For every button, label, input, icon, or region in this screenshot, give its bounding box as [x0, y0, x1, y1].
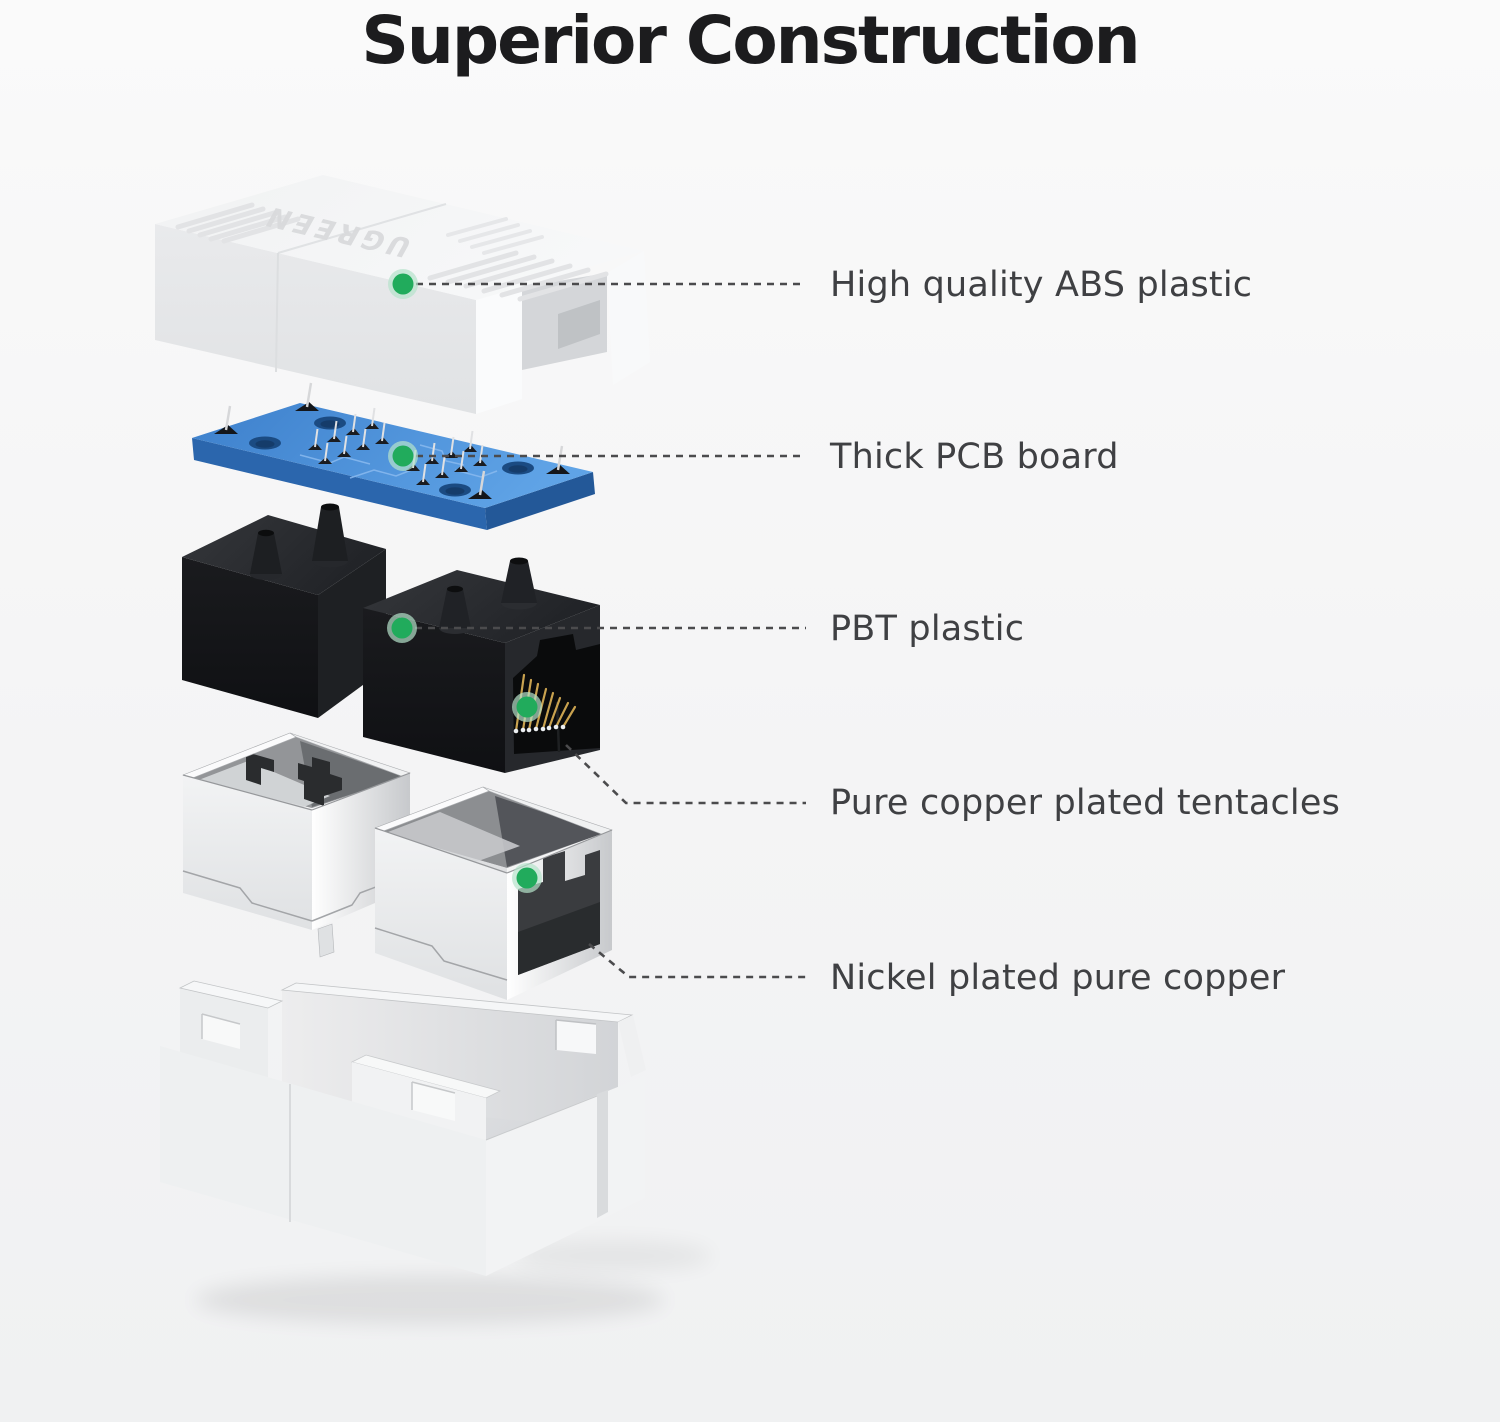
page-title: Superior Construction	[361, 2, 1140, 79]
callout-dot-abs-plastic	[392, 273, 414, 295]
callout-dot-pcb-board	[392, 445, 414, 467]
callout-label-nickel-copper: Nickel plated pure copper	[830, 958, 1286, 998]
pcb-holes	[249, 416, 534, 497]
callout-dot-copper-tentacles	[516, 696, 538, 718]
callout-line-nickel-copper	[588, 942, 806, 979]
callout-label-copper-tentacles: Pure copper plated tentacles	[830, 783, 1341, 823]
ground-shadow	[195, 1240, 712, 1324]
rj45-socket-opening	[513, 634, 600, 754]
callout-dot-nickel-copper	[516, 867, 538, 889]
callout-label-pcb-board: Thick PCB board	[830, 437, 1119, 477]
callout-label-pbt-plastic: PBT plastic	[830, 609, 1025, 649]
callout-label-abs-plastic: High quality ABS plastic	[830, 265, 1253, 305]
rj45-jack-right-illustration	[363, 557, 600, 773]
bottom-shell-illustration	[160, 980, 646, 1276]
callout-layer	[387, 269, 806, 979]
metal-shield-right-illustration	[374, 786, 613, 1000]
callout-line-copper-tentacles	[565, 744, 806, 805]
callout-dot-pbt-plastic	[391, 617, 413, 639]
rj45-jack-left-illustration	[182, 503, 386, 718]
grip-grooves	[175, 202, 609, 302]
